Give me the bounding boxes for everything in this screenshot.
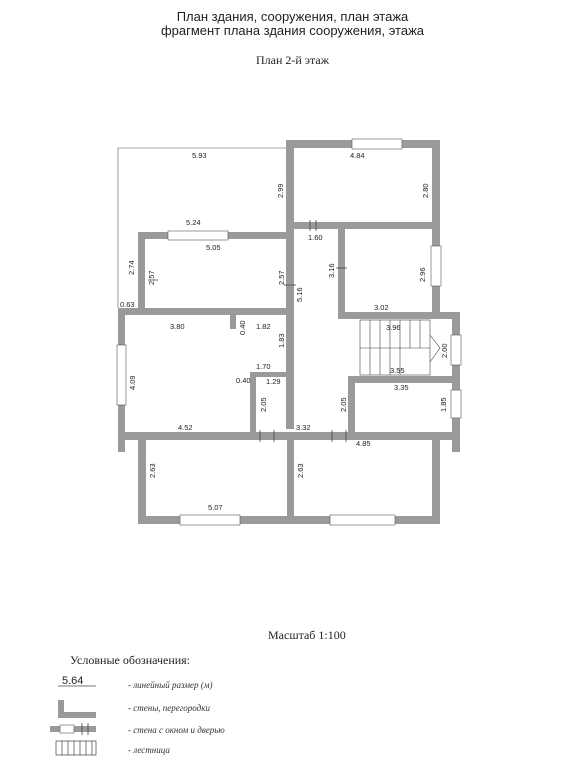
- title-line-1: План здания, сооружения, план этажа: [176, 9, 409, 24]
- dim-1-70: 1.70: [256, 362, 271, 371]
- legend-title: Условные обозначения:: [70, 653, 191, 667]
- stairs: [359, 319, 441, 376]
- legend-item-window-door: - стена с окном и дверью: [128, 725, 225, 735]
- dim-1-85: 1.85: [439, 397, 448, 412]
- dim-2-63-right: 2.63: [296, 463, 305, 478]
- dim-3-35: 3.35: [394, 383, 409, 392]
- dim-2-63-left: 2.63: [148, 463, 157, 478]
- dim-3-96: 3.96: [386, 323, 401, 332]
- floor-label: План 2-й этаж: [256, 53, 329, 67]
- dim-2-00: 2.00: [440, 343, 449, 358]
- legend-wall-symbol: [58, 700, 96, 718]
- dim-5-07: 5.07: [208, 503, 223, 512]
- legend-window-door-symbol: [50, 723, 96, 735]
- dimension-labels: 5.93 4.84 2.99 2.80 5.24 5.05 1.60 2.74 …: [120, 151, 449, 512]
- scale-label: Масштаб 1:100: [268, 628, 346, 642]
- title-line-2: фрагмент плана здания сооружения, этажа: [160, 23, 425, 38]
- dim-3-02: 3.02: [374, 303, 389, 312]
- plan-title: План здания, сооружения, план этажа фраг…: [0, 10, 585, 38]
- dim-5-93: 5.93: [192, 151, 207, 160]
- dim-2-05-right: 2.05: [339, 397, 348, 412]
- dim-1-29: 1.29: [266, 377, 281, 386]
- dim-2-74: 2.74: [127, 260, 136, 275]
- legend-item-stairs: - лестница: [128, 745, 170, 755]
- dim-2-80: 2.80: [421, 183, 430, 198]
- dim-1-60: 1.60: [308, 233, 323, 242]
- doors: [148, 220, 347, 442]
- dim-3-16: 3.16: [327, 263, 336, 278]
- legend-item-dimension: - линейный размер (м): [128, 680, 213, 690]
- dim-4-52: 4.52: [178, 423, 193, 432]
- dim-2-57-right: 2.57: [277, 270, 286, 285]
- terrace-outline: [117, 147, 286, 308]
- dim-2-99: 2.99: [276, 183, 285, 198]
- dim-5-24: 5.24: [186, 218, 201, 227]
- legend-sample-value: 5.64: [62, 675, 84, 687]
- dim-0-63: 0.63: [120, 300, 135, 309]
- dim-3-80: 3.80: [170, 322, 185, 331]
- dim-0-40-bottom: 0.40: [236, 376, 251, 385]
- dim-4-84: 4.84: [350, 151, 365, 160]
- dim-2-57-left: 2.57: [147, 270, 156, 285]
- legend-stairs-symbol: [55, 740, 97, 756]
- dim-5-05: 5.05: [206, 243, 221, 252]
- dim-1-82: 1.82: [256, 322, 271, 331]
- dim-2-05-left: 2.05: [259, 397, 268, 412]
- dim-0-40-top: 0.40: [238, 320, 247, 335]
- dim-3-55: 3.55: [390, 366, 405, 375]
- windows: [116, 138, 462, 526]
- dim-4-09: 4.09: [128, 375, 137, 390]
- dim-3-32: 3.32: [296, 423, 311, 432]
- dim-2-96: 2.96: [418, 267, 427, 282]
- dim-1-83: 1.83: [277, 333, 286, 348]
- legend-symbols: [50, 685, 97, 756]
- dim-5-16: 5.16: [295, 287, 304, 302]
- dim-4-85: 4.85: [356, 439, 371, 448]
- walls: [118, 140, 460, 524]
- legend-item-walls: - стены, перегородки: [128, 703, 210, 713]
